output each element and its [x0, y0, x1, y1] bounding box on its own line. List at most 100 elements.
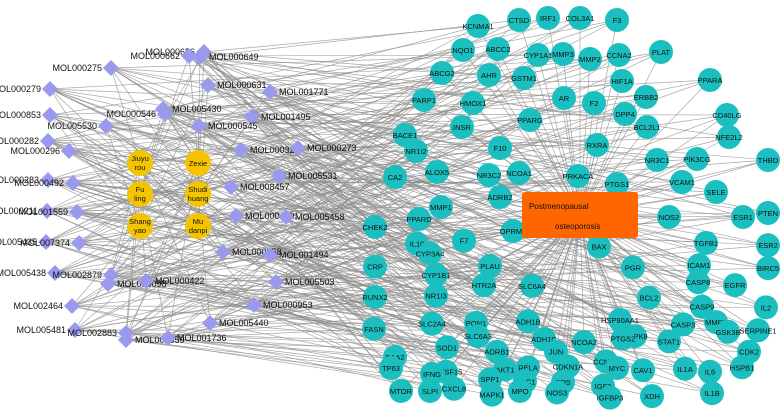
target-node-nr1i2[interactable]: NR1I2 [404, 139, 428, 163]
target-node-igfbp3[interactable]: IGFBP3 [597, 385, 624, 410]
target-node-sod1[interactable]: SOD1 [435, 335, 459, 360]
target-node-nqo1[interactable]: NQO1 [451, 38, 475, 62]
target-node-ncoa1[interactable]: NCOA1 [506, 161, 532, 185]
molecule-node-mol000282[interactable]: MOL000282 [0, 133, 56, 149]
target-node-htr2a[interactable]: HTR2A [472, 273, 497, 298]
molecule-node-mol000279[interactable]: MOL000279 [0, 81, 58, 97]
molecule-node-mol008457[interactable]: MOL008457 [223, 179, 290, 195]
target-node-slc6a4[interactable]: SLC6A4 [518, 273, 546, 298]
molecule-node-mol000211[interactable]: MOL000211 [0, 203, 55, 219]
target-node-crp[interactable]: CRP [363, 254, 387, 279]
target-node-casp3[interactable]: CASP3 [671, 312, 696, 337]
target-node-f7[interactable]: F7 [452, 228, 476, 253]
target-node-insr[interactable]: INSR [450, 115, 474, 139]
target-node-serpine1[interactable]: SERPINE1 [739, 318, 777, 343]
molecule-node-mol000662[interactable]: MOL000662 [130, 48, 197, 64]
target-node-tgfb1[interactable]: TGFB1 [694, 230, 718, 255]
target-node-pparg[interactable]: PPARG [517, 108, 543, 132]
target-node-cyp3a4[interactable]: CYP3A4 [416, 241, 445, 266]
center-node-postmenopausal-osteoporosis[interactable] [522, 192, 638, 238]
target-node-plau[interactable]: PLAU [478, 253, 502, 278]
molecule-node-mol005531[interactable]: MOL005531 [271, 168, 338, 184]
molecule-node-mol000953[interactable]: MOL000953 [246, 297, 313, 313]
target-node-hmox1[interactable]: HMOX1 [460, 91, 487, 115]
molecule-node-mol005503[interactable]: MOL005503 [268, 274, 335, 290]
target-node-gsk3b[interactable]: GSK3B [715, 319, 741, 344]
target-node-hif1a[interactable]: HIF1A [610, 69, 634, 93]
target-node-chek2[interactable]: CHEK2 [362, 215, 388, 239]
molecule-node-mol000273[interactable]: MOL000273 [290, 140, 357, 156]
target-node-casp8[interactable]: CASP8 [686, 270, 711, 295]
target-node-pten[interactable]: PTEN [756, 201, 780, 225]
target-node-bax[interactable]: BAX [587, 234, 611, 259]
target-node-ncoa2[interactable]: NCOA2 [571, 330, 597, 355]
target-node-mmp3[interactable]: MMP3 [551, 42, 575, 66]
target-node-birc5[interactable]: BIRC5 [756, 256, 780, 281]
target-node-ahr[interactable]: AHR [477, 63, 501, 87]
target-node-mpo[interactable]: MPO [508, 378, 532, 403]
target-node-ptgs2[interactable]: PTGS2 [611, 326, 636, 351]
target-node-cav1[interactable]: CAV1 [631, 358, 655, 383]
target-node-nfe2l2[interactable]: NFE2L2 [715, 125, 743, 149]
target-node-col3a1[interactable]: COL3A1 [566, 6, 595, 30]
molecule-node-mol000449[interactable]: MOL000449 [228, 208, 295, 224]
target-node-slpi[interactable]: SLPI [418, 378, 442, 403]
target-node-sele[interactable]: SELE [704, 180, 728, 204]
molecule-node-mol000322[interactable]: MOL000322 [233, 142, 300, 158]
target-node-ctsd[interactable]: CTSD [507, 8, 531, 32]
molecule-node-mol005435[interactable]: MOL005435 [0, 234, 54, 250]
herb-node-zexie[interactable]: Zexie [185, 150, 211, 176]
target-node-ppara[interactable]: PPARA [698, 68, 723, 92]
target-node-abcg2[interactable]: ABCG2 [429, 61, 455, 85]
molecule-node-mol005430[interactable]: MOL005430 [155, 101, 222, 117]
target-node-mmp1[interactable]: MMP1 [429, 195, 453, 219]
molecule-node-mol001494[interactable]: MOL001494 [262, 247, 329, 263]
molecule-node-mol000359[interactable]: MOL000359 [118, 332, 185, 348]
target-node-hsp90aa1[interactable]: HSP90AA1 [601, 307, 639, 332]
target-node-slc6a3[interactable]: SLC6A3 [464, 324, 492, 349]
molecule-node-mol005530[interactable]: MOL005530 [47, 118, 114, 134]
target-node-pik3cg[interactable]: PIK3CG [683, 147, 711, 171]
target-node-erbb2[interactable]: ERBB2 [634, 85, 659, 109]
target-node-alox5[interactable]: ALOX5 [425, 160, 449, 184]
target-node-abcc2[interactable]: ABCC2 [485, 37, 511, 61]
target-node-mtor[interactable]: MTOR [389, 378, 413, 403]
target-node-oprm1[interactable]: OPRM1 [500, 219, 527, 243]
molecule-node-mol000853[interactable]: MOL000853 [0, 107, 58, 123]
target-node-bcl2[interactable]: BCL2 [637, 285, 661, 310]
molecule-node-mol001771[interactable]: MOL001771 [262, 84, 329, 100]
molecule-node-mol000358[interactable]: MOL000358 [215, 244, 282, 260]
target-node-bcl2l1[interactable]: BCL2L1 [633, 115, 661, 139]
molecule-node-mol005458[interactable]: MOL005458 [278, 209, 345, 225]
target-node-runx2[interactable]: RUNX2 [362, 284, 388, 309]
target-node-adrb2[interactable]: ADRB2 [487, 185, 513, 209]
target-node-parp1[interactable]: PARP1 [412, 88, 436, 112]
target-node-nr1i3[interactable]: NR1I3 [424, 283, 448, 308]
target-node-mmp2[interactable]: MMP2 [578, 47, 602, 71]
target-node-slc2a4[interactable]: SLC2A4 [418, 311, 446, 336]
target-node-nr3c1[interactable]: NR3C1 [645, 148, 670, 172]
molecule-node-mol002464[interactable]: MOL002464 [13, 298, 80, 314]
target-node-pgr[interactable]: PGR [621, 255, 645, 280]
target-node-ppard[interactable]: PPARD [406, 207, 432, 231]
molecule-node-mol007374[interactable]: MOL007374 [20, 235, 87, 251]
molecule-node-mol000422[interactable]: MOL000422 [138, 273, 205, 289]
target-node-ptgs1[interactable]: PTGS1 [605, 172, 630, 196]
target-node-il6[interactable]: IL6 [698, 359, 722, 384]
target-node-thbd[interactable]: THBD [756, 148, 780, 172]
target-node-icam1[interactable]: ICAM1 [687, 253, 711, 278]
molecule-node-mol001736[interactable]: MOL001736 [160, 330, 227, 346]
target-node-vcam1[interactable]: VCAM1 [669, 170, 695, 194]
target-node-esr1[interactable]: ESR1 [731, 205, 755, 229]
molecule-node-mol001495[interactable]: MOL001495 [244, 109, 311, 125]
target-node-cd40lg[interactable]: CD40LG [712, 103, 742, 127]
target-node-il2[interactable]: IL2 [754, 295, 778, 320]
target-node-prkaca[interactable]: PRKACA [563, 164, 594, 188]
target-node-f3[interactable]: F3 [605, 8, 629, 32]
target-node-gstm1[interactable]: GSTM1 [511, 66, 537, 90]
molecule-node-mol000631[interactable]: MOL000631 [200, 77, 267, 93]
target-node-cyp1b1[interactable]: CYP1B1 [422, 262, 451, 287]
molecule-node-mol005481[interactable]: MOL005481 [16, 322, 83, 338]
